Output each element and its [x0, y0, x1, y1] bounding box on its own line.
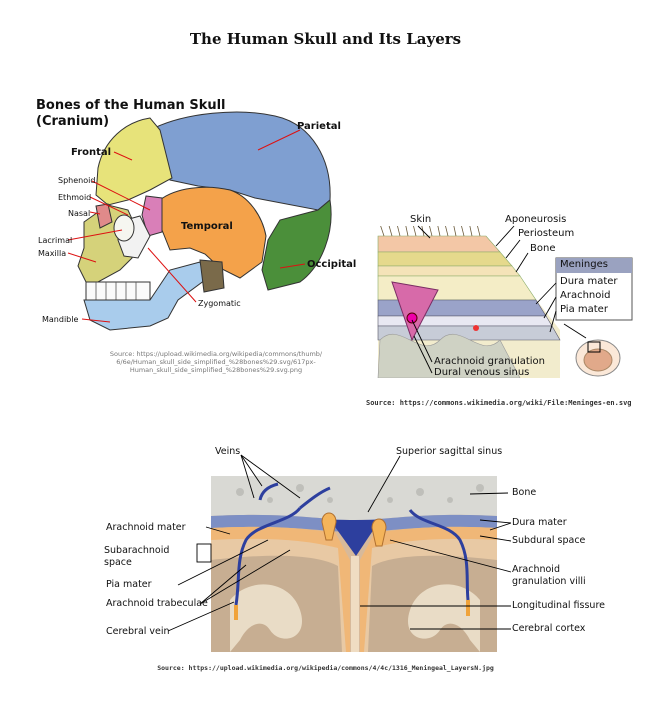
- label-veins: Veins: [215, 446, 241, 457]
- label-frontal: Frontal: [71, 147, 112, 158]
- label-skin: Skin: [410, 214, 432, 225]
- label-cerebral-cortex: Cerebral cortex: [512, 623, 586, 634]
- label-dural-venous-sinus: Dural venous sinus: [434, 367, 530, 378]
- label-ethmoid: Ethmoid: [58, 193, 92, 202]
- skull-source-line3: Human_skull_side_simplified_%28bones%29.…: [129, 366, 303, 374]
- label-dura-mater-top: Dura mater: [560, 276, 618, 287]
- mastoid: [199, 259, 225, 293]
- label-arachnoid-granulation: Arachnoid granulation: [434, 356, 546, 367]
- sphenoid-bone: [141, 195, 163, 237]
- label-superior-sagittal-sinus: Superior sagittal sinus: [396, 446, 503, 457]
- meninges-source: Source: https://commons.wikimedia.org/wi…: [366, 399, 632, 407]
- label-zygomatic: Zygomatic: [198, 299, 241, 308]
- label-longitudinal-fissure: Longitudinal fissure: [512, 600, 605, 611]
- label-meninges: Meninges: [560, 259, 608, 270]
- label-arachnoid-trabeculae: Arachnoid trabeculae: [106, 598, 208, 609]
- skull-heading: Bones of the Human Skull (Cranium): [36, 98, 226, 130]
- label-occipital: Occipital: [307, 259, 357, 270]
- label-arachnoid-granulation-villi-line2: granulation villi: [512, 576, 586, 587]
- label-bone: Bone: [512, 487, 537, 498]
- label-bone-top: Bone: [530, 243, 556, 254]
- label-temporal: Temporal: [181, 221, 233, 232]
- label-aponeurosis: Aponeurosis: [505, 214, 567, 225]
- skull-source-line1: Source: https://upload.wikimedia.org/wik…: [109, 350, 323, 358]
- skull-heading-line2: (Cranium): [36, 114, 110, 129]
- label-subarachnoid-space-line2: space: [104, 557, 132, 568]
- label-arachnoid: Arachnoid: [560, 290, 611, 301]
- label-parietal: Parietal: [297, 121, 341, 132]
- nasal-bone: [95, 203, 113, 229]
- label-nasal: Nasal: [68, 209, 91, 218]
- label-subarachnoid-space-line1: Subarachnoid: [104, 545, 170, 556]
- label-lacrimal: Lacrimal: [38, 236, 73, 245]
- occipital-bone: [261, 199, 332, 291]
- page-title: The Human Skull and Its Layers: [189, 30, 462, 48]
- label-arachnoid-granulation-villi-line1: Arachnoid: [512, 564, 560, 575]
- parietal-bone: [149, 111, 331, 211]
- skull-source-line2: 6/6e/Human_skull_side_simplified_%28bone…: [116, 358, 316, 366]
- brain-layers-source: Source: https://upload.wikimedia.org/wik…: [157, 664, 494, 672]
- label-arachnoid-granulation-villi: Arachnoid granulation villi: [512, 564, 586, 588]
- label-subarachnoid-space: Subarachnoid space: [104, 545, 169, 569]
- orbit: [113, 214, 135, 242]
- skull-heading-line1: Bones of the Human Skull: [36, 98, 226, 113]
- frontal-bone: [95, 117, 173, 206]
- label-pia-mater-top: Pia mater: [560, 304, 608, 315]
- label-periosteum: Periosteum: [518, 228, 575, 239]
- label-maxilla: Maxilla: [38, 249, 67, 258]
- label-dura-mater: Dura mater: [512, 517, 567, 528]
- label-mandible: Mandible: [42, 315, 79, 324]
- skull-source: Source: https://upload.wikimedia.org/wik…: [86, 350, 346, 374]
- label-subdural-space: Subdural space: [512, 535, 586, 546]
- label-cerebral-vein: Cerebral vein: [106, 626, 170, 637]
- mandible-bone: [83, 261, 206, 331]
- label-arachnoid-mater: Arachnoid mater: [106, 522, 186, 533]
- label-pia-mater: Pia mater: [106, 579, 152, 590]
- label-sphenoid: Sphenoid: [58, 176, 96, 185]
